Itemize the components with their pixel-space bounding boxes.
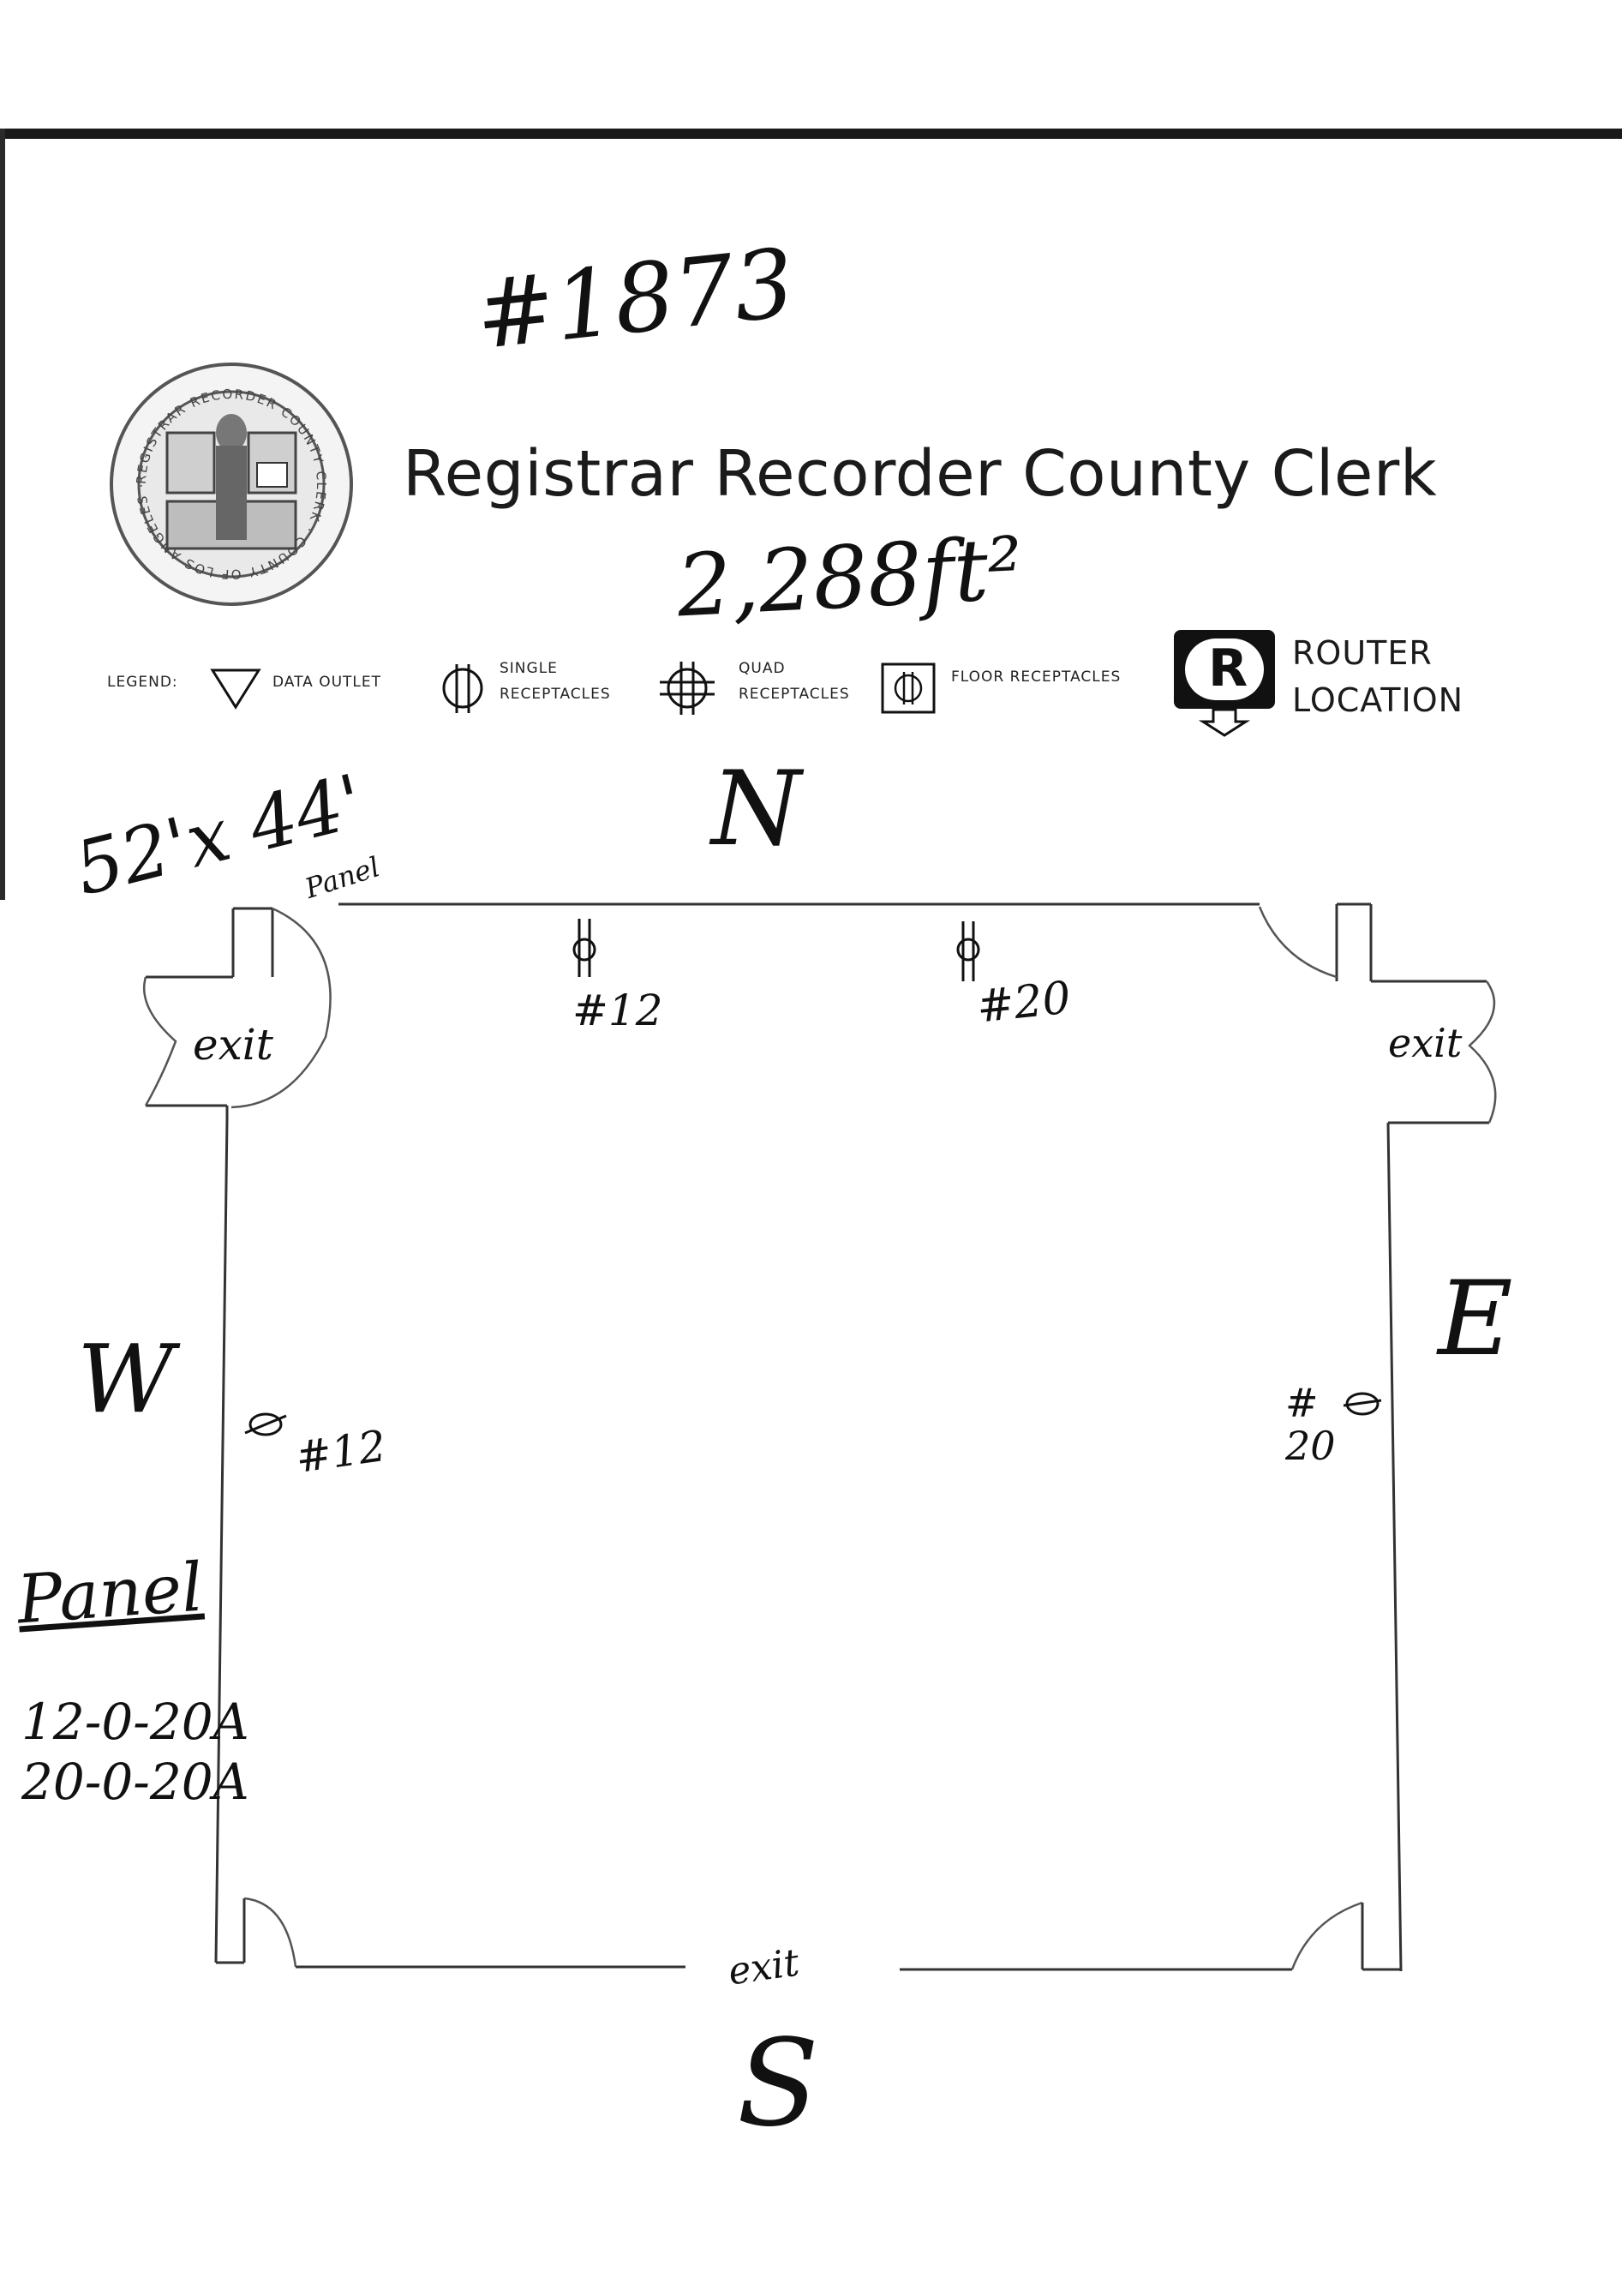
panel-note-line-2: 20-0-20A xyxy=(21,1753,249,1811)
router-symbol-letter: R xyxy=(1208,638,1249,698)
compass-west: W xyxy=(77,1324,175,1434)
compass-south: S xyxy=(737,2014,819,2154)
exit-label-ne: exit xyxy=(1388,1020,1463,1066)
legend-quad-label-1: QUAD xyxy=(739,660,786,677)
legend-router-label-2: LOCATION xyxy=(1292,681,1464,719)
outlet-label-north-1: #12 xyxy=(572,986,663,1035)
panel-note-line-1: 12-0-20A xyxy=(21,1693,249,1751)
outlet-label-east-num: 20 xyxy=(1285,1423,1336,1469)
quad-receptacle-icon xyxy=(660,662,715,715)
single-receptacle-icon xyxy=(442,664,483,713)
ticket-number: #1873 xyxy=(470,227,799,371)
compass-east: E xyxy=(1438,1260,1513,1379)
legend-data-outlet-label: DATA OUTLET xyxy=(272,674,382,691)
legend-single-label-2: RECEPTACLES xyxy=(500,686,611,703)
legend-label: LEGEND: xyxy=(107,674,178,691)
outlet-label-west: #12 xyxy=(292,1420,390,1484)
legend-single-label-1: SINGLE xyxy=(500,660,558,677)
legend-router-label-1: ROUTER xyxy=(1292,634,1433,672)
panel-note-heading: Panel xyxy=(15,1549,206,1640)
outlet-label-east-hash: # xyxy=(1285,1380,1319,1426)
legend-quad-label-2: RECEPTACLES xyxy=(739,686,850,703)
compass-north: N xyxy=(711,750,801,869)
panel-label-top: Panel xyxy=(301,850,384,905)
document-title: Registrar Recorder County Clerk xyxy=(403,437,1438,511)
legend-floor-label: FLOOR RECEPTACLES xyxy=(951,668,1122,686)
scan-top-border xyxy=(0,129,1622,139)
area-note: 2,288ft² xyxy=(674,518,1026,637)
exit-label-nw: exit xyxy=(193,1020,273,1070)
svg-text:REGISTRAR RECORDER COUNTY CLER: REGISTRAR RECORDER COUNTY CLERK · COUNTY… xyxy=(0,0,329,582)
data-outlet-icon xyxy=(210,668,261,710)
outlet-label-north-2: #20 xyxy=(974,972,1074,1034)
exit-label-south: exit xyxy=(725,1940,802,1994)
floor-receptacle-icon xyxy=(881,662,936,714)
scan-left-border xyxy=(0,129,5,900)
